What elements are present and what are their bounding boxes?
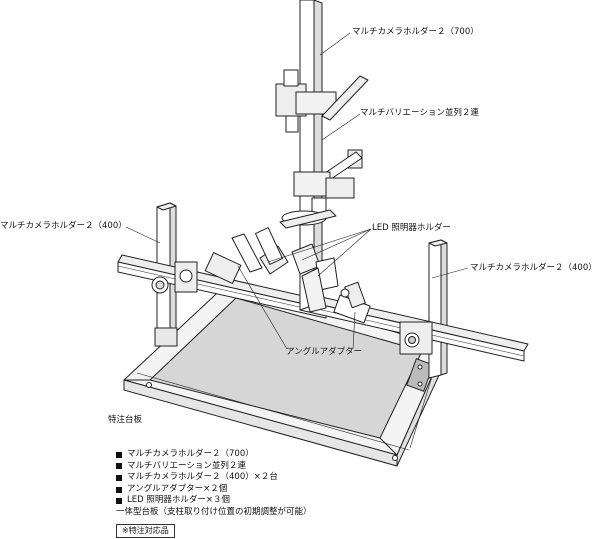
parts-legend: マルチカメラホルダー２（700） マルチバリエーション並列２連 マルチカメラホル… [116, 449, 312, 519]
label-led-holder: LED 照明器ホルダー [372, 223, 451, 233]
legend-text: アングルアダプター×２個 [127, 483, 228, 494]
legend-text: マルチカメラホルダー２（400）×２台 [127, 472, 278, 483]
legend-item: 一体型台板（支柱取り付け位置の初期調整が可能） [116, 507, 312, 519]
multi-variation-assembly [279, 171, 355, 229]
label-multi-variation: マルチバリエーション並列２連 [360, 108, 479, 118]
legend-item: マルチカメラホルダー２（400）×２台 [116, 472, 312, 484]
label-base-plate: 特注台板 [108, 415, 143, 425]
legend-item: LED 照明器ホルダー×３個 [116, 495, 312, 507]
bullet-square-icon [116, 474, 122, 481]
custom-order-note: ※特注対応品 [116, 524, 175, 538]
bullet-square-icon [116, 451, 122, 458]
legend-text: LED 照明器ホルダー×３個 [127, 495, 230, 506]
legend-text: マルチバリエーション並列２連 [127, 460, 246, 471]
right-post-400 [428, 239, 448, 379]
legend-item: マルチカメラホルダー２（700） [116, 449, 312, 461]
legend-text: マルチカメラホルダー２（700） [127, 449, 254, 459]
label-holder-700: マルチカメラホルダー２（700） [352, 27, 479, 37]
left-arm [117, 254, 331, 319]
legend-item: マルチバリエーション並列２連 [116, 461, 312, 473]
legend-text: 一体型台板（支柱取り付け位置の初期調整が可能） [116, 506, 312, 517]
bullet-square-icon [116, 463, 122, 470]
bullet-square-icon [116, 486, 122, 493]
label-angle-adapter: アングルアダプター [286, 347, 363, 357]
label-holder-400-right: マルチカメラホルダー２（400） [470, 263, 597, 273]
legend-item: アングルアダプター×２個 [116, 484, 312, 496]
label-holder-400-left: マルチカメラホルダー２（400） [0, 221, 127, 231]
bullet-square-icon [116, 498, 122, 505]
